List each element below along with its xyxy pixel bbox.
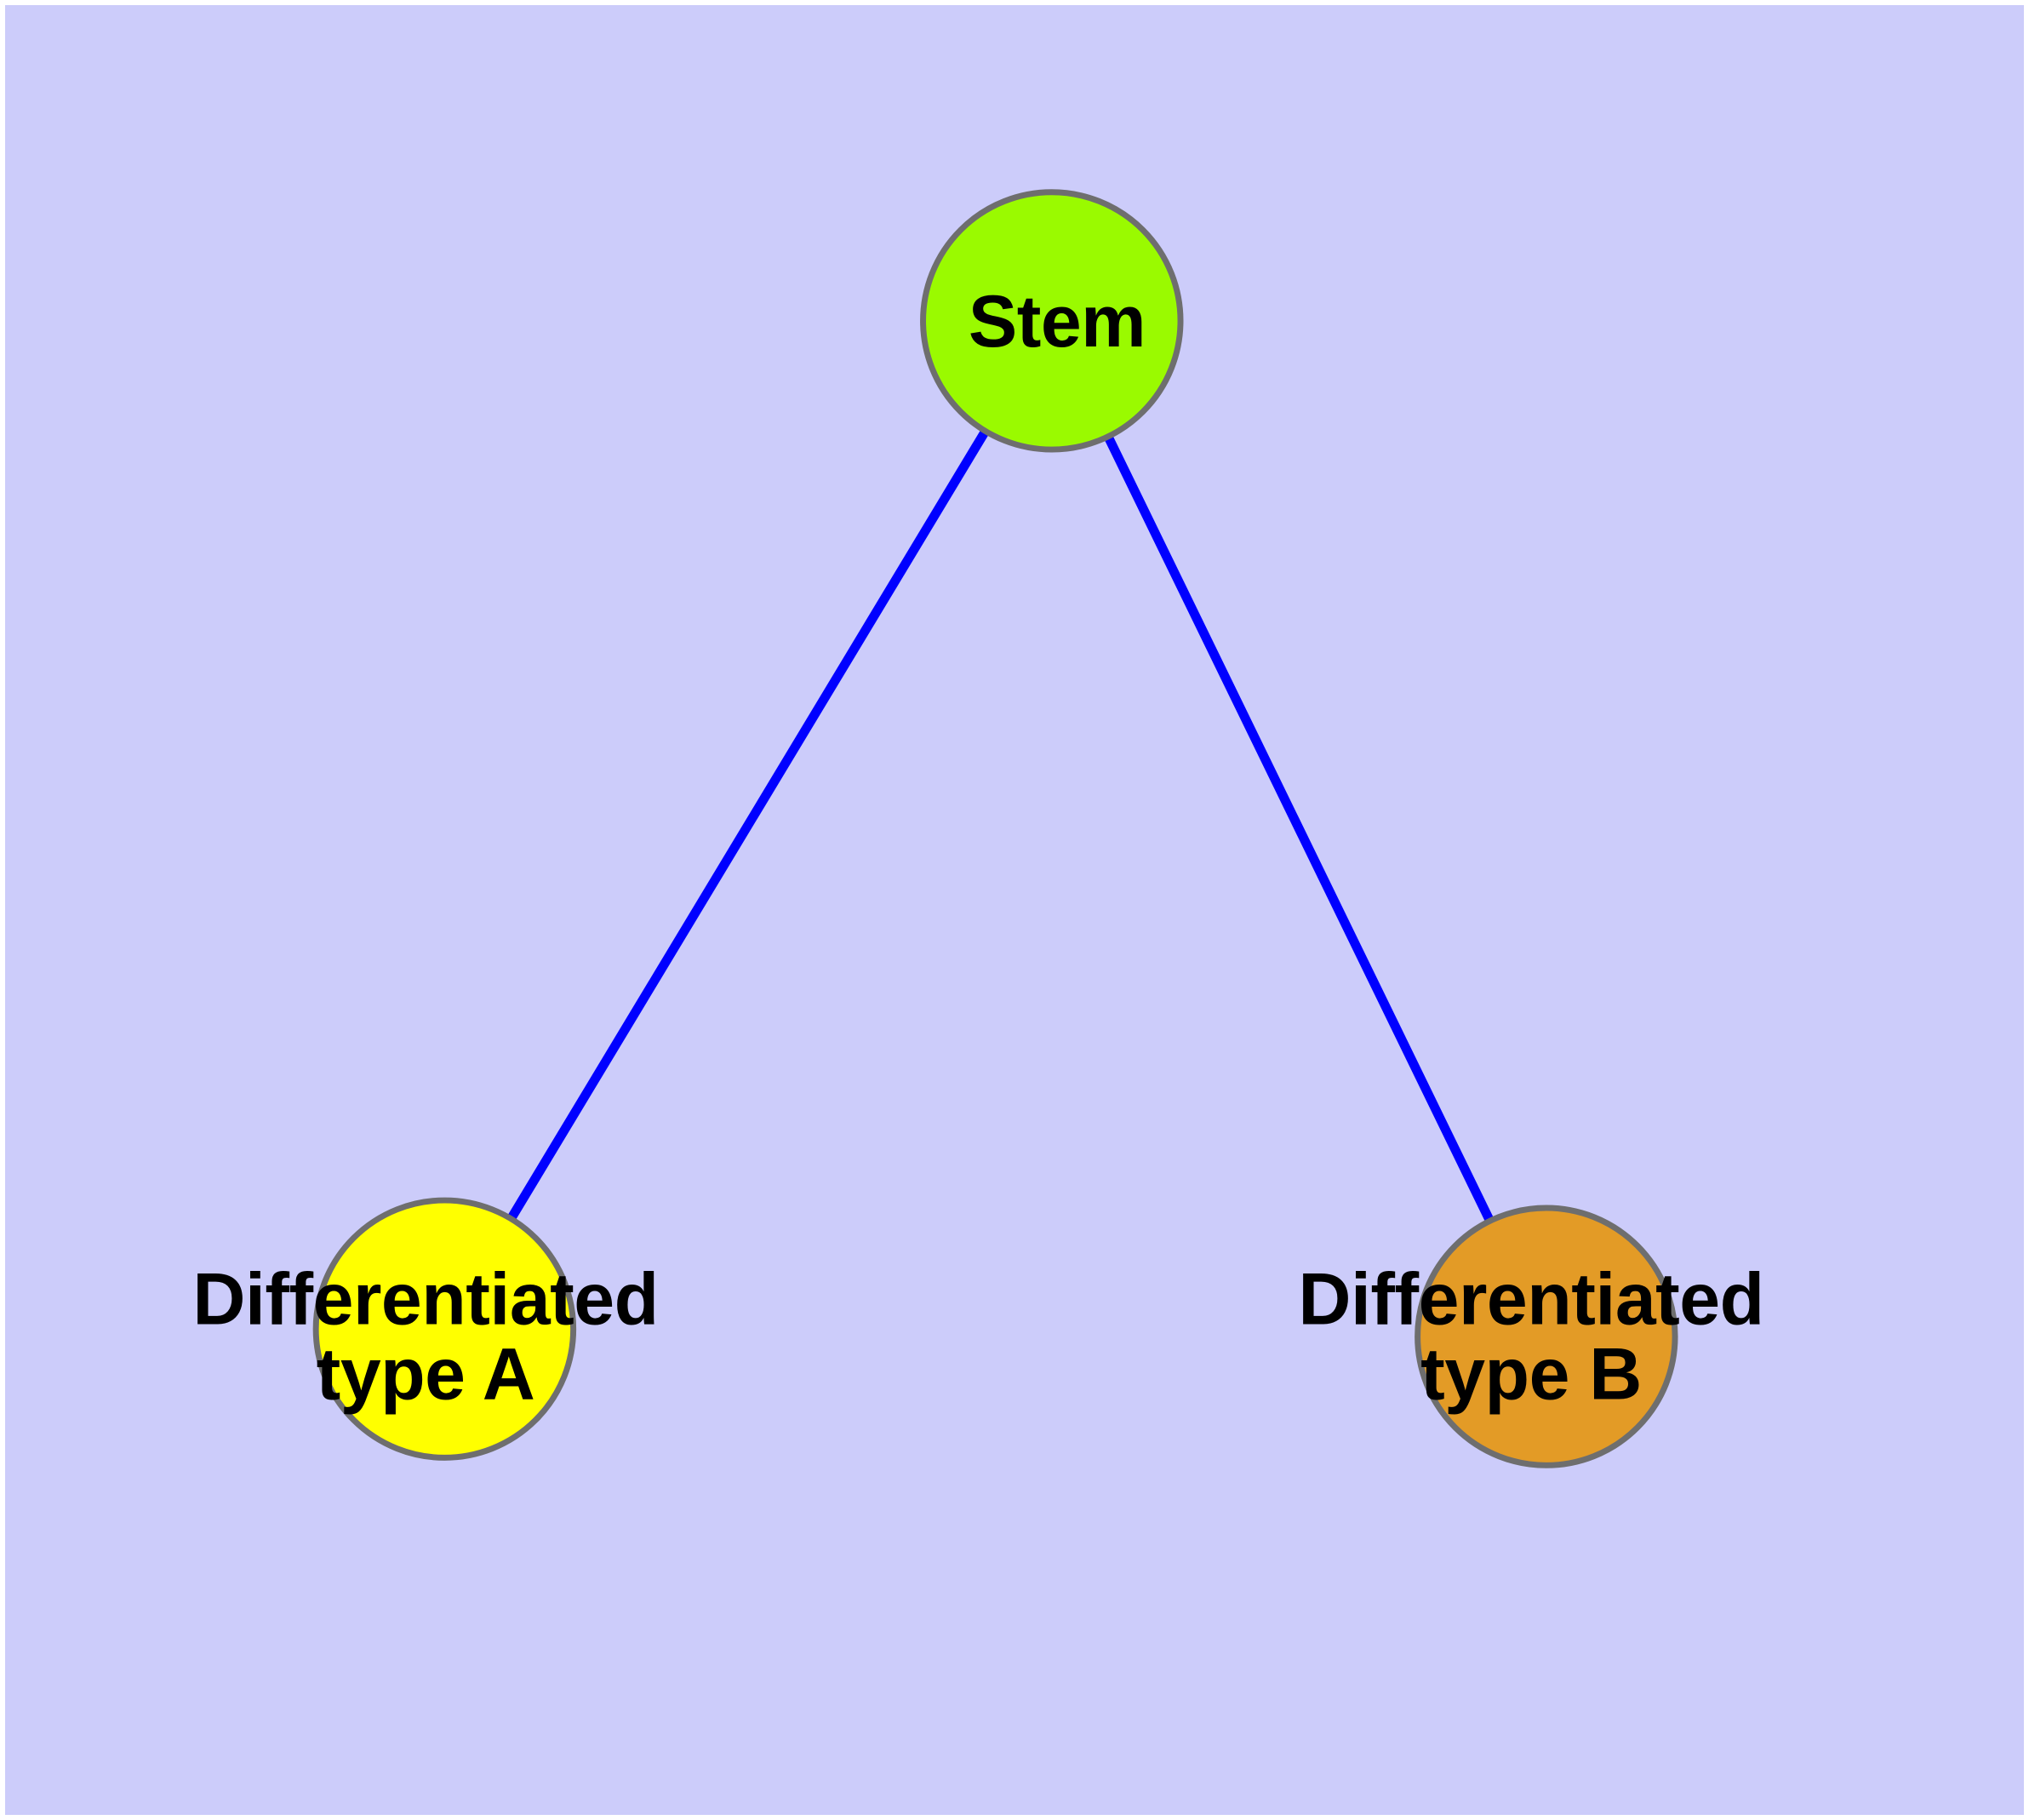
node-layer bbox=[312, 189, 1678, 1468]
node-circle-diff_a[interactable] bbox=[312, 1197, 577, 1461]
graph-svg bbox=[312, 189, 1678, 1468]
edge-layer bbox=[440, 318, 1551, 1339]
edge-stem-diff-a[interactable] bbox=[440, 318, 1056, 1332]
node-circle-stem[interactable] bbox=[920, 189, 1184, 453]
node-circle-diff_b[interactable] bbox=[1415, 1205, 1678, 1468]
edge-stem-diff-b[interactable] bbox=[1047, 318, 1551, 1339]
